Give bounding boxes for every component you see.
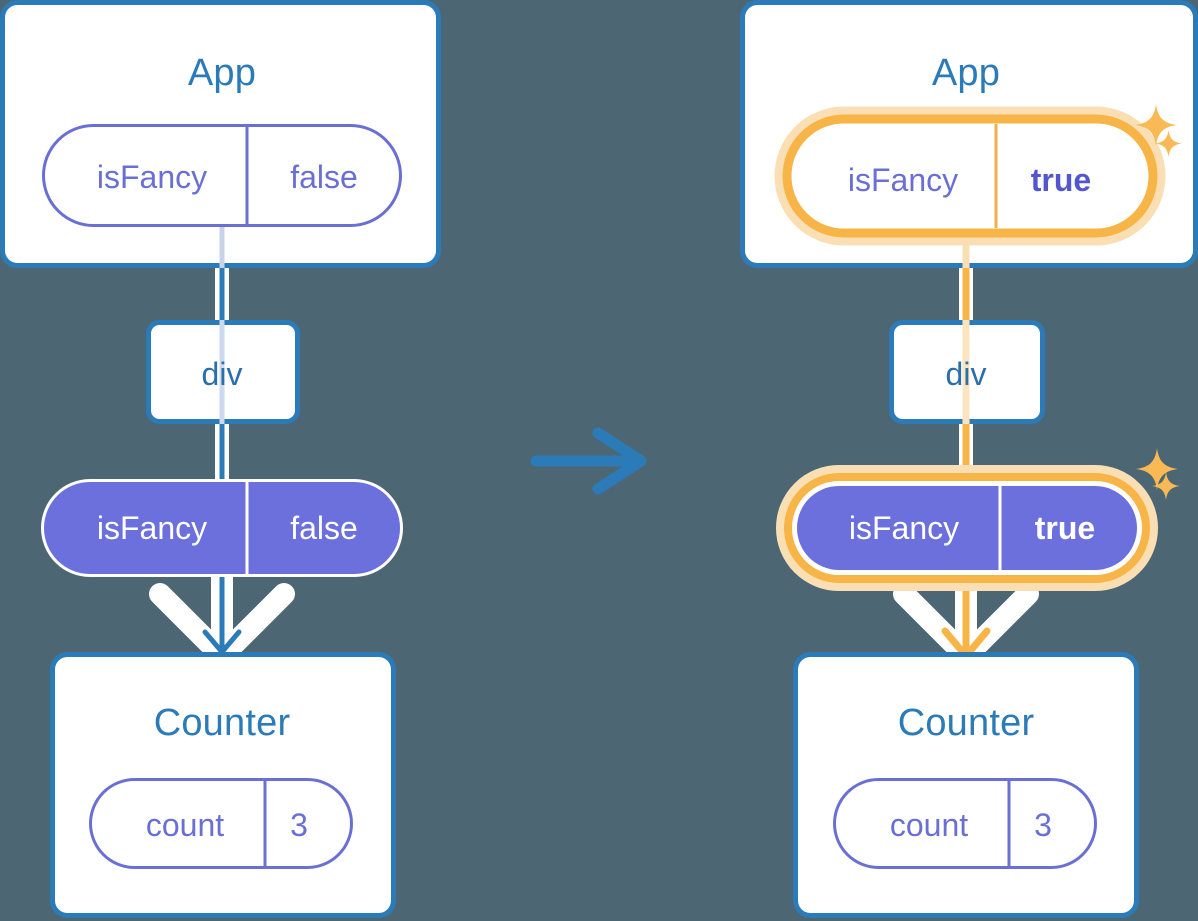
panel-before — [0, 0, 441, 918]
div-box-before — [146, 320, 300, 424]
prop-pill-after — [776, 465, 1158, 591]
div-box-after — [889, 320, 1045, 424]
prop-pill-before — [41, 479, 403, 577]
app-state-pill-after — [774, 106, 1166, 246]
counter-state-pill-after — [833, 778, 1097, 869]
app-state-pill-before — [42, 124, 402, 227]
counter-state-pill-before — [89, 778, 353, 869]
panel-after — [740, 0, 1198, 918]
transition-arrow — [530, 427, 647, 495]
